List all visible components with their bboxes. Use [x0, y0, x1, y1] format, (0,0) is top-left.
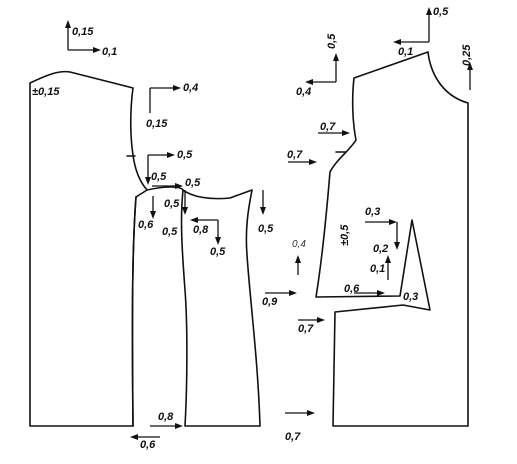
label-dart-mid: 0,2	[373, 243, 388, 255]
arrowhead-6	[175, 183, 183, 189]
arrowhead-26	[289, 290, 297, 296]
arrowhead-1	[65, 20, 71, 28]
arrowhead-19	[342, 130, 350, 136]
arrowhead-9	[190, 217, 198, 223]
arrowhead-16	[467, 62, 473, 70]
arrowhead-4	[167, 152, 175, 158]
label-panel-dart-depth: 0,5	[210, 246, 226, 258]
label-side-down: 0,5	[151, 171, 167, 183]
label-front-waist: 0,7	[298, 323, 314, 335]
arrowhead-23	[385, 255, 391, 263]
arrowhead-25	[295, 255, 301, 263]
arrowhead-3	[173, 85, 181, 91]
arrowhead-14	[426, 7, 432, 15]
arrowhead-18	[305, 79, 313, 85]
arrowhead-5	[145, 177, 151, 185]
arrowhead-21	[389, 219, 397, 225]
label-back-neck-right: 0,1	[102, 46, 117, 58]
label-panel-top: 0,5	[185, 177, 201, 189]
label-panel-inner: 0,5	[164, 198, 180, 210]
side-back-panel-outline	[146, 186, 261, 427]
arrowhead-12	[175, 423, 183, 429]
label-front-dart-tolerance: ±0,5	[339, 224, 351, 246]
label-back-neck-up: 0,15	[72, 26, 94, 38]
label-dart-tip: 0,3	[403, 291, 418, 303]
arrowhead-11	[260, 207, 266, 215]
arrowhead-15	[393, 39, 401, 45]
label-dart-low: 0,1	[370, 263, 385, 275]
label-front-neck-left: 0,1	[398, 46, 413, 58]
label-panel-left: 0,6	[138, 219, 154, 231]
arrowhead-8	[182, 207, 188, 215]
side-back-panel-left-edge	[131, 196, 137, 427]
label-back-shoulder: ±0,15	[32, 86, 60, 98]
label-side-right: 0,5	[177, 149, 193, 161]
label-front-hem: 0,7	[285, 431, 301, 443]
label-front-neck-up: 0,5	[433, 6, 449, 18]
label-front-center: 0,25	[461, 44, 473, 66]
label-back-armhole-top: 0,4	[183, 82, 198, 94]
arrowhead-17	[333, 53, 339, 61]
arrowhead-13	[130, 434, 138, 440]
label-side-front-light: 0,4	[292, 239, 306, 250]
back-bodice-outline	[29, 70, 148, 427]
arrowhead-2	[93, 47, 101, 53]
label-front-shoulder-up: 0,5	[326, 33, 338, 49]
label-front-armhole: 0,7	[320, 121, 336, 133]
label-front-side: 0,7	[287, 149, 303, 161]
label-panel-dart-width: 0,8	[193, 224, 209, 236]
label-side-front-arrow: 0,9	[262, 296, 278, 308]
label-panel-right: 0,5	[258, 223, 274, 235]
arrowhead-20	[309, 159, 317, 165]
arrowhead-22	[394, 242, 400, 250]
label-back-armhole-low: 0,15	[146, 118, 168, 130]
label-hem-left: 0,6	[140, 439, 156, 451]
arrowhead-28	[307, 410, 315, 416]
label-front-shoulder-left: 0,4	[296, 86, 311, 98]
label-dart-base: 0,6	[344, 283, 360, 295]
label-panel-mid: 0,5	[162, 226, 178, 238]
arrowhead-27	[317, 317, 325, 323]
label-dart-top: 0,3	[365, 206, 380, 218]
label-hem-middle: 0,8	[158, 411, 174, 423]
front-bodice-outline	[315, 51, 469, 427]
arrowhead-24	[377, 290, 385, 296]
arrowhead-7	[150, 211, 156, 219]
arrowhead-10	[215, 237, 221, 245]
